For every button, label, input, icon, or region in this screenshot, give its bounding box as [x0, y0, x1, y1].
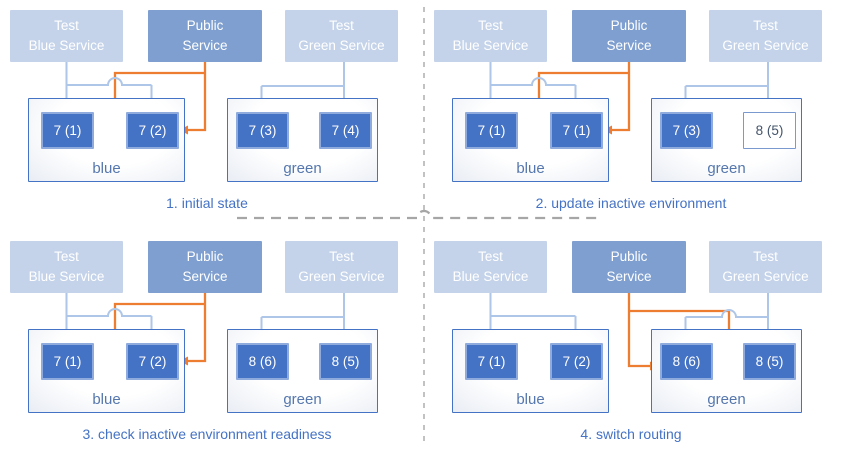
green-environment-label: green: [707, 391, 746, 408]
public-service-box: Public Service: [148, 241, 262, 293]
quadrant-step-4: Test Blue Service Public Service Test Gr…: [424, 231, 848, 456]
test-blue-service-label: Test Blue Service: [28, 17, 105, 53]
quadrant-step-1: Test Blue Service Public Service Test Gr…: [0, 0, 424, 228]
public-service-box: Public Service: [572, 241, 686, 293]
instance-box: 7 (2): [550, 343, 603, 380]
test-blue-service-box: Test Blue Service: [434, 10, 547, 62]
green-environment-label: green: [283, 160, 322, 177]
blue-environment-box: 7 (1) 7 (1) blue: [452, 98, 609, 182]
test-green-service-label: Test Green Service: [298, 17, 385, 53]
public-service-box: Public Service: [148, 10, 262, 62]
public-service-label: Public Service: [606, 248, 652, 284]
instance-box: 7 (4): [319, 112, 372, 149]
test-green-service-box: Test Green Service: [709, 241, 822, 293]
test-green-service-label: Test Green Service: [722, 17, 809, 53]
instance-box: 7 (2): [126, 343, 179, 380]
test-blue-service-label: Test Blue Service: [452, 17, 529, 53]
test-green-service-label: Test Green Service: [722, 248, 809, 284]
green-environment-box: 8 (6) 8 (5) green: [227, 329, 378, 413]
instance-box: 8 (5): [743, 112, 796, 149]
instance-box: 8 (5): [743, 343, 796, 380]
instance-box: 7 (2): [126, 112, 179, 149]
green-environment-box: 7 (3) 8 (5) green: [651, 98, 802, 182]
step-caption: 3. check inactive environment readiness: [82, 426, 332, 442]
quadrant-step-3: Test Blue Service Public Service Test Gr…: [0, 231, 424, 456]
blue-environment-label: blue: [92, 391, 121, 408]
blue-environment-box: 7 (1) 7 (2) blue: [28, 98, 185, 182]
test-green-service-box: Test Green Service: [709, 10, 822, 62]
blue-environment-box: 7 (1) 7 (2) blue: [452, 329, 609, 413]
test-green-service-box: Test Green Service: [285, 10, 398, 62]
test-green-service-box: Test Green Service: [285, 241, 398, 293]
public-service-label: Public Service: [182, 17, 228, 53]
step-caption: 4. switch routing: [580, 426, 682, 442]
test-blue-service-box: Test Blue Service: [10, 241, 123, 293]
test-blue-service-label: Test Blue Service: [452, 248, 529, 284]
test-blue-service-box: Test Blue Service: [10, 10, 123, 62]
blue-environment-label: blue: [516, 391, 545, 408]
instance-box: 8 (6): [236, 343, 289, 380]
quadrant-step-2: Test Blue Service Public Service Test Gr…: [424, 0, 848, 228]
green-environment-label: green: [707, 160, 746, 177]
public-service-label: Public Service: [606, 17, 652, 53]
instance-box: 7 (1): [465, 112, 518, 149]
test-green-service-label: Test Green Service: [298, 248, 385, 284]
green-environment-box: 7 (3) 7 (4) green: [227, 98, 378, 182]
step-caption: 2. update inactive environment: [535, 195, 727, 211]
test-blue-service-box: Test Blue Service: [434, 241, 547, 293]
instance-box: 8 (5): [319, 343, 372, 380]
public-service-box: Public Service: [572, 10, 686, 62]
step-caption: 1. initial state: [166, 195, 248, 211]
instance-box: 7 (1): [41, 112, 94, 149]
green-environment-box: 8 (6) 8 (5) green: [651, 329, 802, 413]
instance-box: 7 (3): [660, 112, 713, 149]
public-service-label: Public Service: [182, 248, 228, 284]
instance-box: 7 (1): [465, 343, 518, 380]
instance-box: 7 (1): [41, 343, 94, 380]
instance-box: 8 (6): [660, 343, 713, 380]
blue-environment-box: 7 (1) 7 (2) blue: [28, 329, 185, 413]
instance-box: 7 (1): [550, 112, 603, 149]
blue-environment-label: blue: [516, 160, 545, 177]
green-environment-label: green: [283, 391, 322, 408]
blue-environment-label: blue: [92, 160, 121, 177]
test-blue-service-label: Test Blue Service: [28, 248, 105, 284]
instance-box: 7 (3): [236, 112, 289, 149]
